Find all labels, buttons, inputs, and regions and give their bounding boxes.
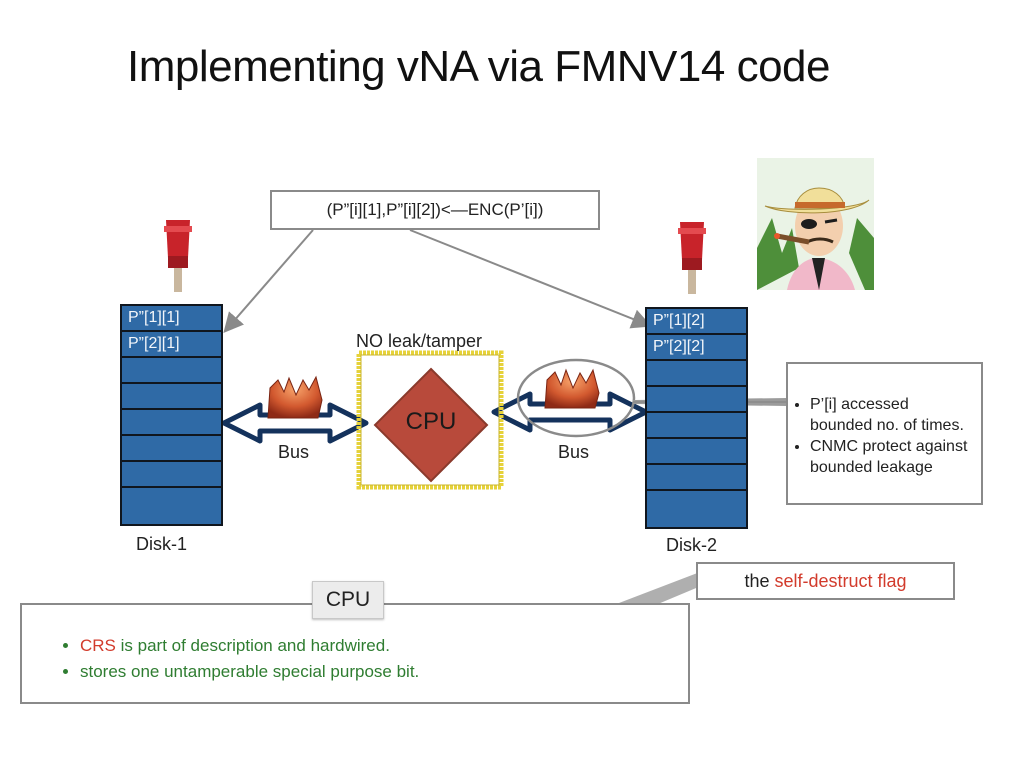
disk1-cell: P”[1][1] bbox=[122, 306, 221, 332]
callout-highlight: self-destruct flag bbox=[774, 571, 907, 591]
no-leak-label: NO leak/tamper bbox=[356, 331, 483, 351]
disk2-cell bbox=[647, 491, 746, 517]
cpu-description-box: CRS is part of description and hardwired… bbox=[20, 603, 690, 704]
side-note-item: CNMC protect against bounded leakage bbox=[810, 436, 975, 478]
cpu-box-tag: CPU bbox=[312, 581, 384, 619]
callout-prefix: the bbox=[744, 571, 775, 591]
disk1-cell bbox=[122, 436, 221, 462]
arrow-to-disk2 bbox=[409, 229, 652, 329]
self-destruct-callout: the self-destruct flag bbox=[696, 562, 955, 600]
arrow-to-disk1 bbox=[223, 229, 314, 334]
disk-1: P”[1][1] P”[2][1] bbox=[120, 304, 223, 526]
crs-term: CRS bbox=[80, 636, 116, 655]
cpu-diamond bbox=[373, 367, 489, 483]
disk1-cell: P”[2][1] bbox=[122, 332, 221, 358]
leak-blob-right bbox=[544, 368, 600, 409]
disk2-cell bbox=[647, 361, 746, 387]
bus-right-label: Bus bbox=[558, 442, 590, 462]
disk2-cell: P”[1][2] bbox=[647, 309, 746, 335]
side-note-item: P’[i] accessed bounded no. of times. bbox=[810, 394, 975, 436]
cpu-chip-label: CPU bbox=[405, 408, 457, 435]
bus-left-label: Bus bbox=[278, 442, 310, 462]
side-note-box: P’[i] accessed bounded no. of times. CNM… bbox=[786, 362, 983, 505]
tamper-proof-enclosure bbox=[356, 350, 504, 490]
encoding-formula-box: (P”[i][1],P”[i][2])<—ENC(P’[i]) bbox=[270, 190, 600, 230]
disk2-cell: P”[2][2] bbox=[647, 335, 746, 361]
cpu-description-item: CRS is part of description and hardwired… bbox=[80, 633, 419, 659]
disk2-label: Disk-2 bbox=[666, 535, 718, 555]
crs-text: is part of description and hardwired. bbox=[115, 636, 390, 655]
probe-right-icon bbox=[678, 222, 706, 294]
bus-left bbox=[221, 402, 369, 444]
disk-2: P”[1][2] P”[2][2] bbox=[645, 307, 748, 529]
disk1-cell bbox=[122, 488, 221, 514]
disk1-cell bbox=[122, 410, 221, 436]
slide-title: Implementing vNA via FMNV14 code bbox=[127, 42, 830, 91]
disk1-cell bbox=[122, 384, 221, 410]
villain-cartoon-icon bbox=[757, 158, 874, 290]
disk1-cell bbox=[122, 358, 221, 384]
disk2-cell bbox=[647, 465, 746, 491]
cpu-description-item: stores one untamperable special purpose … bbox=[80, 659, 419, 685]
disk2-cell bbox=[647, 387, 746, 413]
disk1-label: Disk-1 bbox=[136, 534, 188, 554]
disk2-cell bbox=[647, 413, 746, 439]
disk1-cell bbox=[122, 462, 221, 488]
leak-blob-left bbox=[267, 375, 323, 419]
disk2-cell bbox=[647, 439, 746, 465]
probe-left-icon bbox=[164, 220, 192, 292]
leak-highlight-ellipse bbox=[516, 358, 636, 438]
encoding-formula: (P”[i][1],P”[i][2])<—ENC(P’[i]) bbox=[326, 200, 544, 219]
